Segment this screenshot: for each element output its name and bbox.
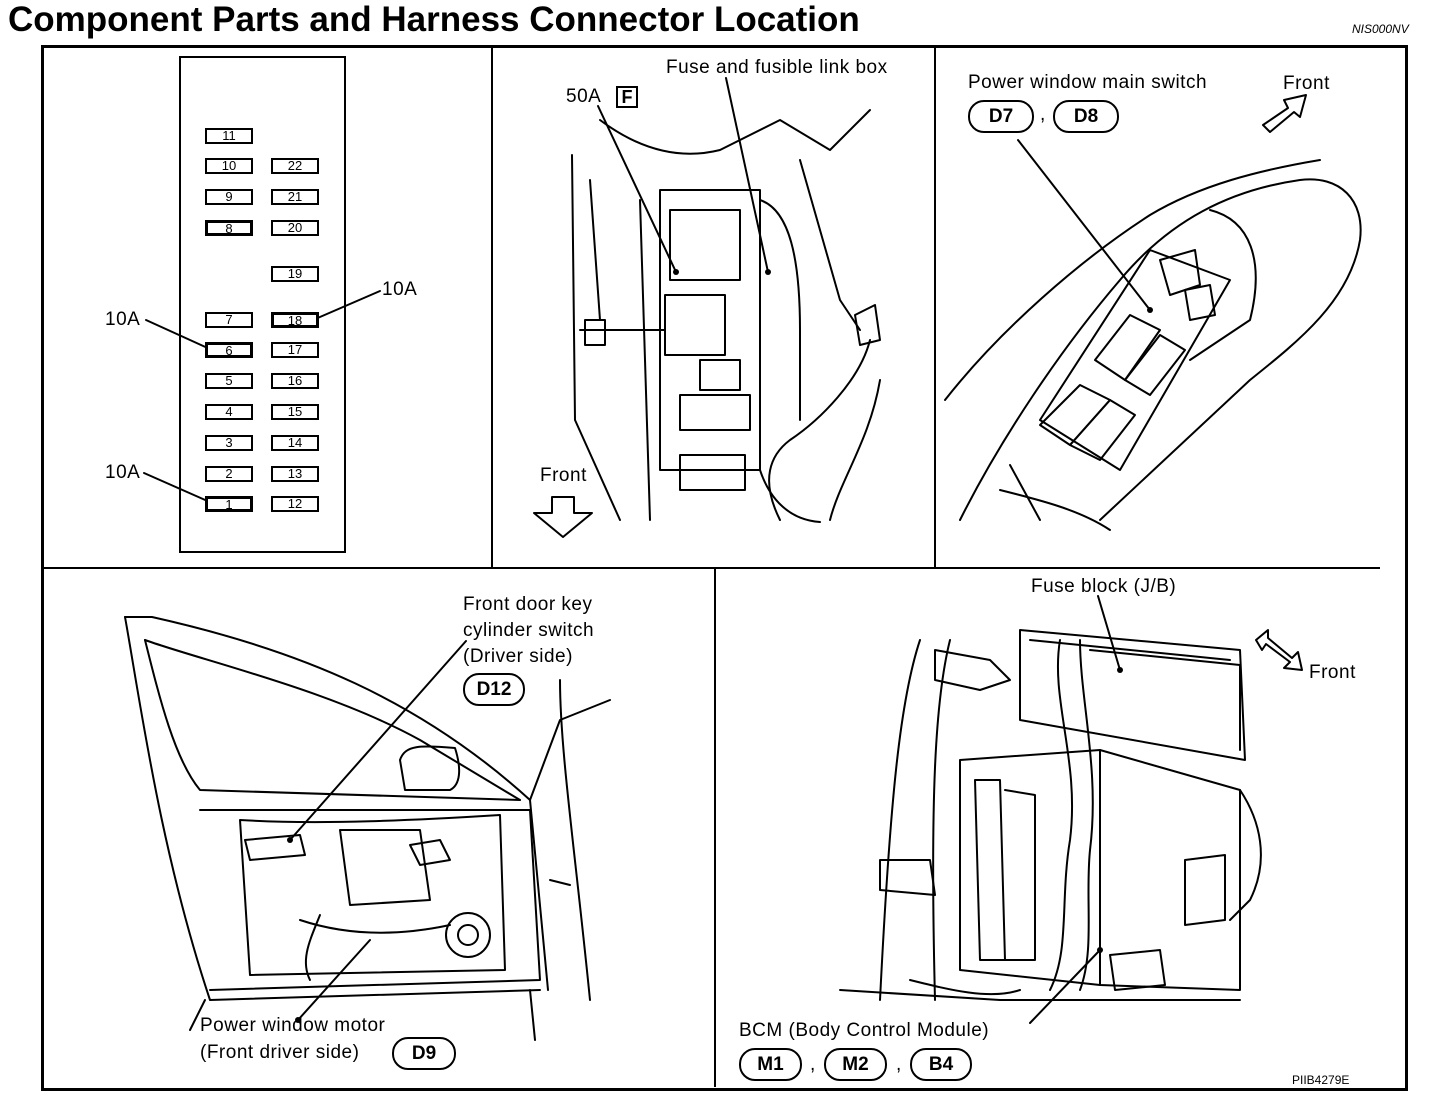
front-direction-label-3: Front bbox=[1283, 73, 1330, 94]
motor-label-1: Power window motor bbox=[200, 1015, 386, 1036]
connector-d8: D8 bbox=[1053, 100, 1119, 133]
fusible-link-rating-label: 50A bbox=[566, 86, 602, 107]
connector-d9: D9 bbox=[392, 1037, 456, 1070]
fusible-link-box-label: Fuse and fusible link box bbox=[666, 57, 888, 78]
fuse-13: 13 bbox=[271, 466, 319, 482]
bcm-separator-1: , bbox=[810, 1054, 816, 1075]
fuse-6-rating-label: 10A bbox=[105, 309, 141, 330]
bcm-separator-2: , bbox=[896, 1054, 902, 1075]
connector-separator: , bbox=[1040, 104, 1046, 125]
fuse-22: 22 bbox=[271, 158, 319, 174]
fuse-block-label: Fuse block (J/B) bbox=[1031, 576, 1177, 597]
key-switch-label-1: Front door key bbox=[463, 594, 593, 615]
fuse-5: 5 bbox=[205, 373, 253, 389]
divider-top-1 bbox=[491, 48, 493, 568]
key-switch-label-3: (Driver side) bbox=[463, 646, 573, 667]
fuse-12: 12 bbox=[271, 496, 319, 512]
front-direction-label-5: Front bbox=[1309, 662, 1356, 683]
fuse-17: 17 bbox=[271, 342, 319, 358]
fuse-1-rating-label: 10A bbox=[105, 462, 141, 483]
fuse-18-rating-label: 10A bbox=[382, 279, 418, 300]
connector-d12: D12 bbox=[463, 673, 525, 706]
fuse-15: 15 bbox=[271, 404, 319, 420]
fuse-6: 6 bbox=[205, 342, 253, 358]
fuse-16: 16 bbox=[271, 373, 319, 389]
connector-m1: M1 bbox=[739, 1048, 802, 1081]
fuse-1: 1 bbox=[205, 496, 253, 512]
divider-bottom bbox=[714, 569, 716, 1087]
diagram-frame bbox=[41, 45, 1408, 1091]
bcm-label: BCM (Body Control Module) bbox=[739, 1020, 990, 1041]
page-title: Component Parts and Harness Connector Lo… bbox=[8, 0, 860, 39]
fuse-panel bbox=[179, 56, 346, 553]
fuse-11: 11 bbox=[205, 128, 253, 144]
fuse-4: 4 bbox=[205, 404, 253, 420]
fuse-14: 14 bbox=[271, 435, 319, 451]
fuse-19: 19 bbox=[271, 266, 319, 282]
fuse-18: 18 bbox=[271, 312, 319, 328]
front-direction-label-2: Front bbox=[540, 465, 587, 486]
fuse-20: 20 bbox=[271, 220, 319, 236]
connector-m2: M2 bbox=[824, 1048, 887, 1081]
document-id: NIS000NV bbox=[1352, 22, 1409, 36]
fuse-3: 3 bbox=[205, 435, 253, 451]
image-code: PIIB4279E bbox=[1292, 1073, 1350, 1087]
fusible-link-tag: F bbox=[616, 86, 638, 108]
fuse-2: 2 bbox=[205, 466, 253, 482]
main-switch-label: Power window main switch bbox=[968, 72, 1208, 93]
motor-label-2: (Front driver side) bbox=[200, 1042, 360, 1063]
connector-b4: B4 bbox=[910, 1048, 972, 1081]
fuse-10: 10 bbox=[205, 158, 253, 174]
divider-middle bbox=[44, 567, 1380, 569]
fuse-7: 7 bbox=[205, 312, 253, 328]
divider-top-2 bbox=[934, 48, 936, 568]
fuse-8: 8 bbox=[205, 220, 253, 236]
key-switch-label-2: cylinder switch bbox=[463, 620, 595, 641]
connector-d7: D7 bbox=[968, 100, 1034, 133]
fuse-21: 21 bbox=[271, 189, 319, 205]
fuse-9: 9 bbox=[205, 189, 253, 205]
